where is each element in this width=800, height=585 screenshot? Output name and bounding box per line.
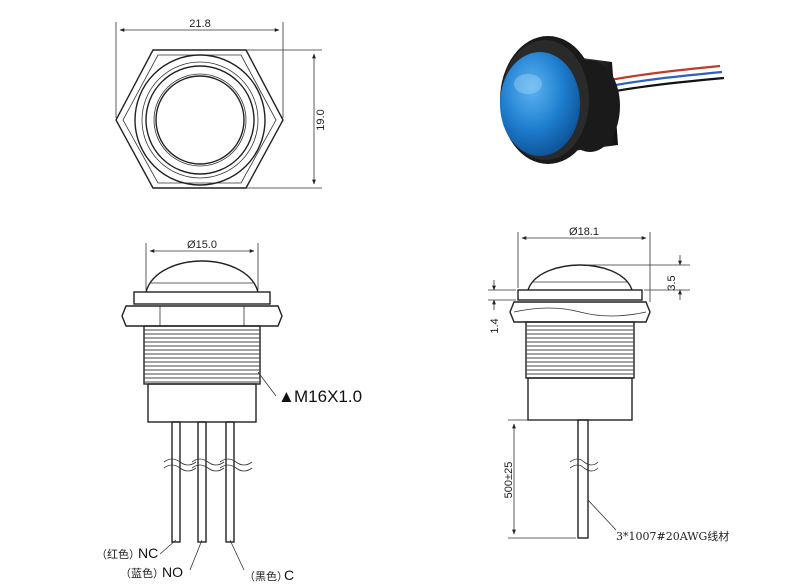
side-flange-dim: 1.4 — [489, 318, 501, 333]
thread-marker: ▲ — [278, 387, 295, 406]
thread-leader — [257, 371, 277, 397]
cap-highlight — [514, 74, 542, 94]
front-wires — [163, 421, 253, 543]
bezel-circle-outer — [141, 61, 259, 179]
side-lower-body — [527, 377, 633, 421]
front-thread-lines — [144, 329, 260, 383]
side-cap-height-dim: 3.5 — [666, 275, 678, 290]
front-view: Ø15.0 ▲ M16X1.0 （红色） NC （蓝色） NO （黑色） C — [96, 239, 362, 583]
wire-nc-color: （红色） — [96, 547, 140, 561]
side-diameter-dim: Ø18.1 — [569, 226, 599, 238]
cap-circle — [155, 75, 245, 165]
side-nut-curve — [513, 307, 647, 317]
c-leader — [229, 539, 245, 571]
wire-break-2 — [191, 458, 225, 472]
wire-no-label: NO — [162, 564, 183, 580]
wire-spec-leader — [587, 499, 617, 531]
side-cap-dome — [527, 264, 633, 291]
side-wire-bundle — [577, 419, 589, 539]
front-diameter-dim: Ø15.0 — [187, 239, 217, 251]
wire-nc-label: NC — [138, 545, 158, 561]
wire-break-3 — [219, 458, 253, 472]
wire-break-1 — [163, 458, 197, 472]
nc-leader — [159, 539, 177, 555]
thread-label: M16X1.0 — [294, 387, 362, 406]
blue-cap — [500, 52, 580, 156]
cap-circle-outer — [153, 73, 247, 167]
front-lower-body — [147, 383, 257, 423]
side-wire-break — [569, 458, 599, 472]
top-view: 21.8 19.0 — [115, 18, 327, 189]
bezel-circle — [145, 65, 255, 175]
side-wire-length-dim: 500±25 — [503, 462, 515, 499]
flange-circle — [134, 54, 266, 186]
side-hex-nut — [509, 301, 651, 323]
wire-c-color: （黑色） — [244, 569, 288, 583]
front-bezel — [133, 291, 271, 305]
wire-nc — [171, 421, 181, 543]
top-height-dim: 19.0 — [315, 109, 327, 130]
wire-no — [197, 421, 207, 543]
wire-c-label: C — [284, 567, 294, 583]
wire-black — [599, 76, 725, 96]
top-width-dim: 21.8 — [189, 18, 210, 30]
side-thread-lines — [526, 325, 634, 375]
wire-no-color: （蓝色） — [120, 566, 164, 580]
side-view: Ø18.1 3.5 1.4 500±25 3*1007#20AWG线材 — [488, 226, 729, 543]
front-cap-dome — [145, 260, 259, 293]
wire-spec: 3*1007#20AWG线材 — [616, 529, 729, 543]
hex-chamfer-outline — [122, 54, 277, 184]
front-thread-body — [143, 325, 261, 385]
wire-c — [225, 421, 235, 543]
product-photo — [500, 36, 725, 164]
front-hex-nut — [121, 305, 283, 327]
side-bezel — [517, 289, 643, 301]
no-leader — [189, 539, 203, 571]
